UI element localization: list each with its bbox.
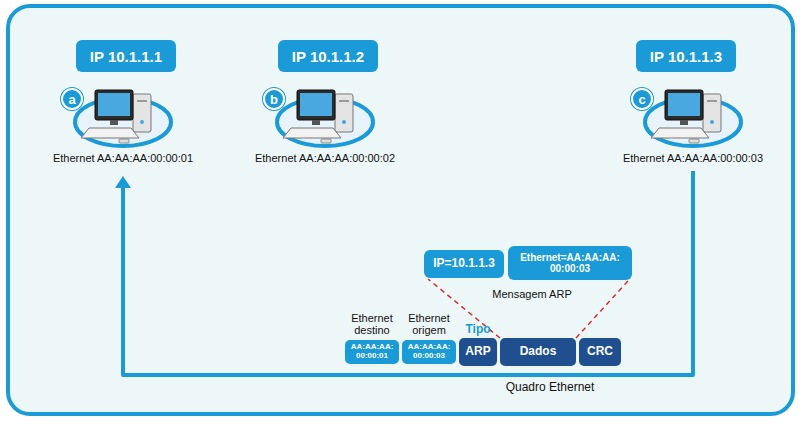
callout-letter-text: b	[270, 92, 278, 107]
ip-address: IP 10.1.1.1	[90, 48, 162, 65]
field-value: Dados	[520, 345, 557, 358]
monitor-stand	[110, 120, 118, 125]
arrow-head	[115, 176, 131, 188]
callout-letter-text: c	[638, 92, 645, 107]
zoom-line	[576, 281, 628, 338]
mac-address: Ethernet AA:AA:AA:00:00:03	[603, 152, 783, 164]
power-light	[140, 120, 144, 124]
tower-case	[133, 94, 151, 132]
ip-address: IP 10.1.1.3	[650, 48, 722, 65]
monitor-screen	[300, 93, 332, 116]
tower-case	[703, 94, 721, 132]
caption-label: Mensagem ARP	[492, 288, 571, 300]
frame-field-box: TipoARP	[459, 338, 497, 366]
computer-node: Ethernet AA:AA:AA:00:00:01 a	[33, 86, 213, 168]
callout-letter: c	[631, 88, 653, 110]
keyboard	[283, 128, 341, 138]
monitor-screen	[98, 93, 130, 116]
drive-slot	[137, 100, 147, 102]
field-heading: Tipo	[465, 323, 490, 336]
mouse	[119, 139, 129, 143]
ip-address-box: IP 10.1.1.3	[636, 40, 736, 72]
monitor-screen	[668, 93, 700, 116]
connector-line	[123, 171, 693, 375]
frame-field-box: CRC	[579, 338, 621, 366]
mac-address: Ethernet AA:AA:AA:00:00:02	[235, 152, 415, 164]
arp-field-text: IP=10.1.1.3	[433, 257, 495, 270]
ip-address: IP 10.1.1.2	[292, 48, 364, 65]
callout-letter: a	[61, 88, 83, 110]
monitor	[95, 90, 133, 120]
frame-field-box: Ethernet destinoAA:AA:AA: 00:00:01	[345, 340, 399, 364]
monitor	[297, 90, 335, 120]
callout-letter-text: a	[68, 92, 75, 107]
keyboard	[81, 128, 139, 138]
computer-illustration	[603, 86, 783, 150]
connector-label: Quadro Ethernet	[503, 380, 598, 394]
frame-field-box: Dados	[500, 338, 576, 366]
monitor-stand	[312, 120, 320, 125]
computer-node: Ethernet AA:AA:AA:00:00:02 b	[235, 86, 415, 168]
network-frame	[8, 6, 793, 414]
monitor-stand	[680, 120, 688, 125]
arp-field-box: Ethernet=AA:AA:AA: 00:00:03	[508, 246, 632, 280]
mac-address: Ethernet AA:AA:AA:00:00:01	[33, 152, 213, 164]
connector-line	[576, 281, 628, 338]
frame-field-box: Ethernet origemAA:AA:AA: 00:00:03	[402, 340, 456, 364]
monitor	[665, 90, 703, 120]
arp-field-box: IP=10.1.1.3	[424, 250, 504, 278]
field-heading: Ethernet destino	[344, 312, 400, 336]
callout-letter: b	[263, 88, 285, 110]
computer-node: Ethernet AA:AA:AA:00:00:03 c	[603, 86, 783, 168]
tower-case	[335, 94, 353, 132]
power-light	[342, 120, 346, 124]
field-heading: Ethernet origem	[401, 312, 457, 336]
mouse	[689, 139, 699, 143]
ip-address-box: IP 10.1.1.2	[278, 40, 378, 72]
arp-field-text: Ethernet=AA:AA:AA: 00:00:03	[512, 252, 628, 274]
field-value: AA:AA:AA: 00:00:03	[405, 343, 453, 361]
power-light	[710, 120, 714, 124]
computer-illustration	[235, 86, 415, 150]
drive-slot	[339, 100, 349, 102]
field-value: ARP	[465, 345, 490, 358]
field-value: CRC	[587, 345, 613, 358]
keyboard	[651, 128, 709, 138]
ip-address-box: IP 10.1.1.1	[76, 40, 176, 72]
drive-slot	[707, 100, 717, 102]
computer-illustration	[33, 86, 213, 150]
mouse	[321, 139, 331, 143]
frame-path-arrow	[115, 171, 693, 375]
field-value: AA:AA:AA: 00:00:01	[348, 343, 396, 361]
